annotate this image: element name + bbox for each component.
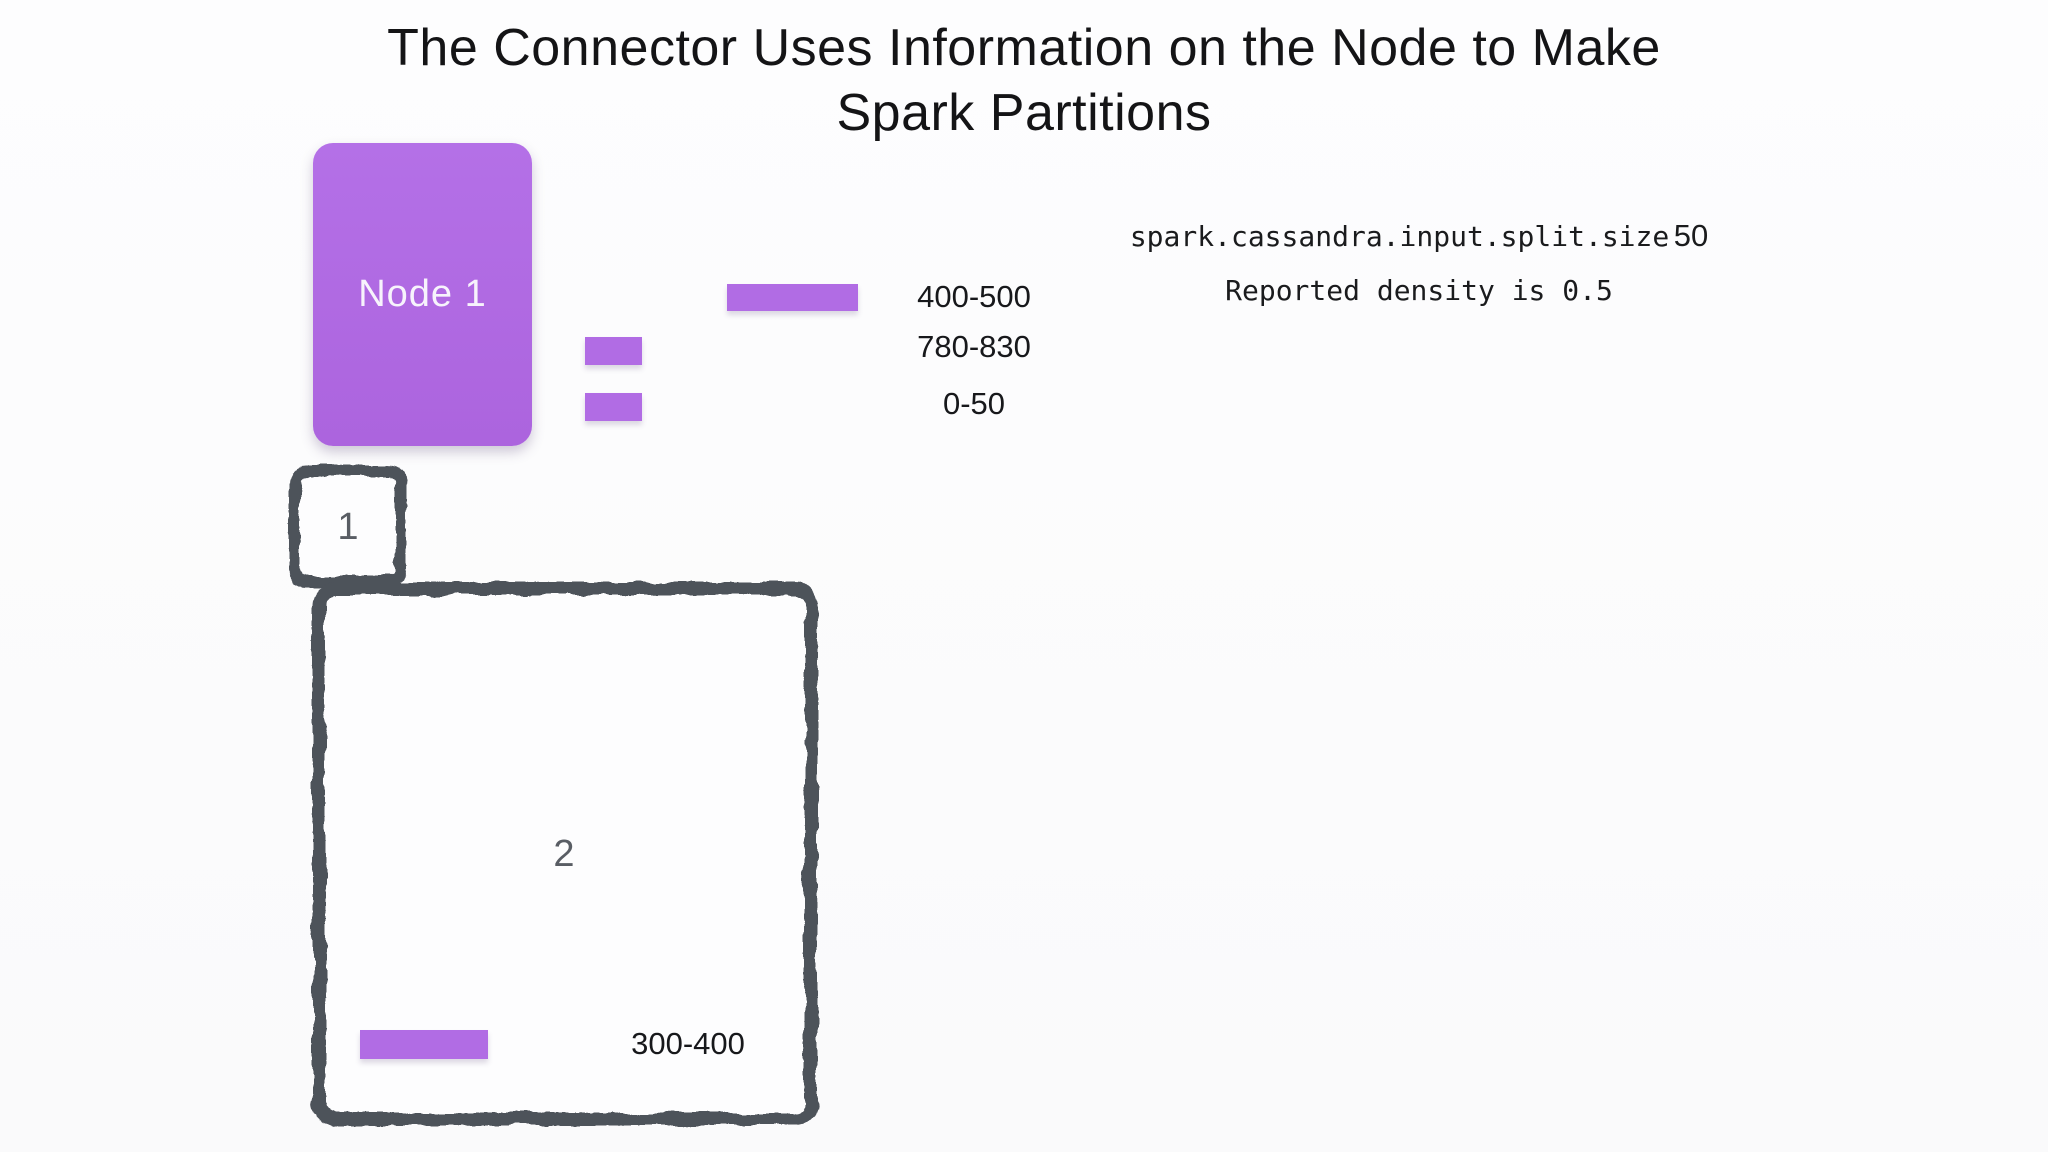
partition-2-box [312,582,818,1126]
token-range-bar-780-830 [585,337,642,365]
partition-2-number: 2 [553,833,575,875]
token-range-bar-300-400 [360,1030,488,1059]
partition-1-number: 1 [337,506,359,548]
split-size-property-name: spark.cassandra.input.split.size [1129,220,1670,253]
token-range-bar-0-50 [585,393,642,421]
slide-title: The Connector Uses Information on the No… [0,16,2048,146]
settings-text-block: spark.cassandra.input.split.size 50 Repo… [1089,215,1749,312]
token-range-label-0-50: 0-50 [942,386,1006,421]
token-range-label-300-400: 300-400 [631,1026,745,1061]
token-range-label-400-500: 400-500 [917,279,1031,314]
split-size-property-value: 50 [1673,218,1709,253]
reported-density-note: Reported density is 0.5 [1225,274,1613,307]
token-range-bar-400-500 [727,284,858,311]
split-size-setting-line: spark.cassandra.input.split.size 50 [1089,215,1749,257]
partition-1-box [289,465,407,587]
node-label: Node 1 [358,273,487,315]
token-range-label-780-830: 780-830 [917,329,1031,364]
node-box: Node 1 [313,143,532,446]
slide-title-line2: Spark Partitions [836,84,1212,142]
slide-title-line1: The Connector Uses Information on the No… [387,19,1661,77]
